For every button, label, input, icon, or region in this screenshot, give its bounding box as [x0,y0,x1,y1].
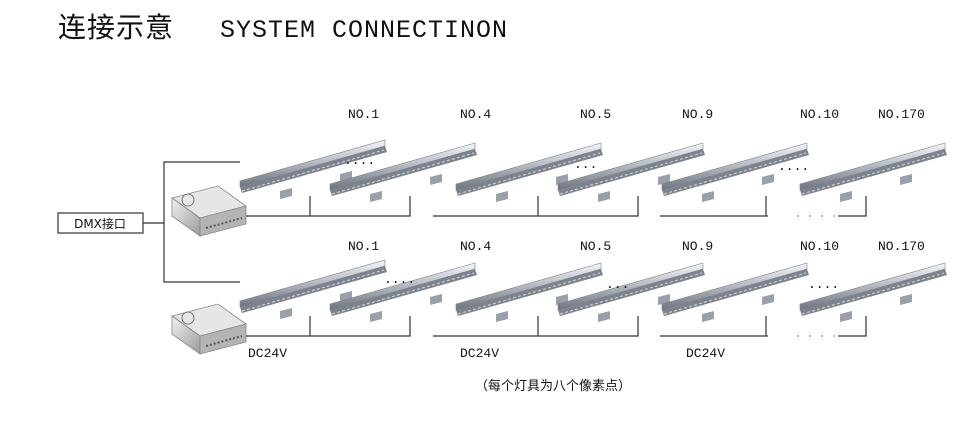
fixture-row1-3 [455,142,604,203]
fixture-label: NO.4 [460,239,491,254]
row1-bus [230,196,867,217]
pixel-note: （每个灯具为八个像素点） [475,378,631,394]
power-supply-1 [171,185,247,237]
dmx-controller: DMX接口 [57,212,144,234]
fixture-label: NO.170 [878,239,925,254]
row1-ellipsis: .... ... .... [344,153,809,174]
fixture-label: NO.9 [682,107,713,122]
fixture-label: NO.1 [348,239,379,254]
fixture-row1-1 [239,139,388,200]
row2-bus [230,316,867,337]
fixture-row1-6 [799,142,948,203]
voltage-label: DC24V [686,346,725,361]
ellipsis: .... [384,272,415,287]
row1-labels: NO.1 NO.4 NO.5 NO.9 NO.10 NO.170 [348,107,925,122]
fixture-row2-6 [799,262,948,323]
page-title: 连接示意 SYSTEM CONNECTINON [58,6,508,46]
ellipsis: .... [808,277,839,292]
row2-fixtures [239,259,948,323]
bus-gap-dots [797,215,835,337]
voltage-labels: DC24V DC24V DC24V [248,346,725,361]
voltage-label: DC24V [248,346,287,361]
power-supply-2 [171,303,247,355]
fixture-label: NO.9 [682,239,713,254]
fixture-row2-3 [455,262,604,323]
row2-ellipsis: .... ... .... [384,272,839,292]
controller-wiring [143,161,240,283]
fixture-label: NO.5 [580,107,611,122]
fixture-label: NO.10 [800,107,839,122]
fixture-label: NO.1 [348,107,379,122]
ellipsis: ... [606,277,629,292]
ellipsis: ... [574,157,597,172]
dmx-label: DMX接口 [74,216,126,231]
voltage-label: DC24V [460,346,499,361]
fixture-label: NO.4 [460,107,491,122]
title-en: SYSTEM CONNECTINON [220,16,509,45]
row2-labels: NO.1 NO.4 NO.5 NO.9 NO.10 NO.170 [348,239,925,254]
fixture-row2-1 [239,259,388,320]
fixture-label: NO.170 [878,107,925,122]
ellipsis: .... [344,153,375,168]
fixture-label: NO.10 [800,239,839,254]
title-zh: 连接示意 [58,11,175,44]
ellipsis: .... [778,159,809,174]
fixture-label: NO.5 [580,239,611,254]
